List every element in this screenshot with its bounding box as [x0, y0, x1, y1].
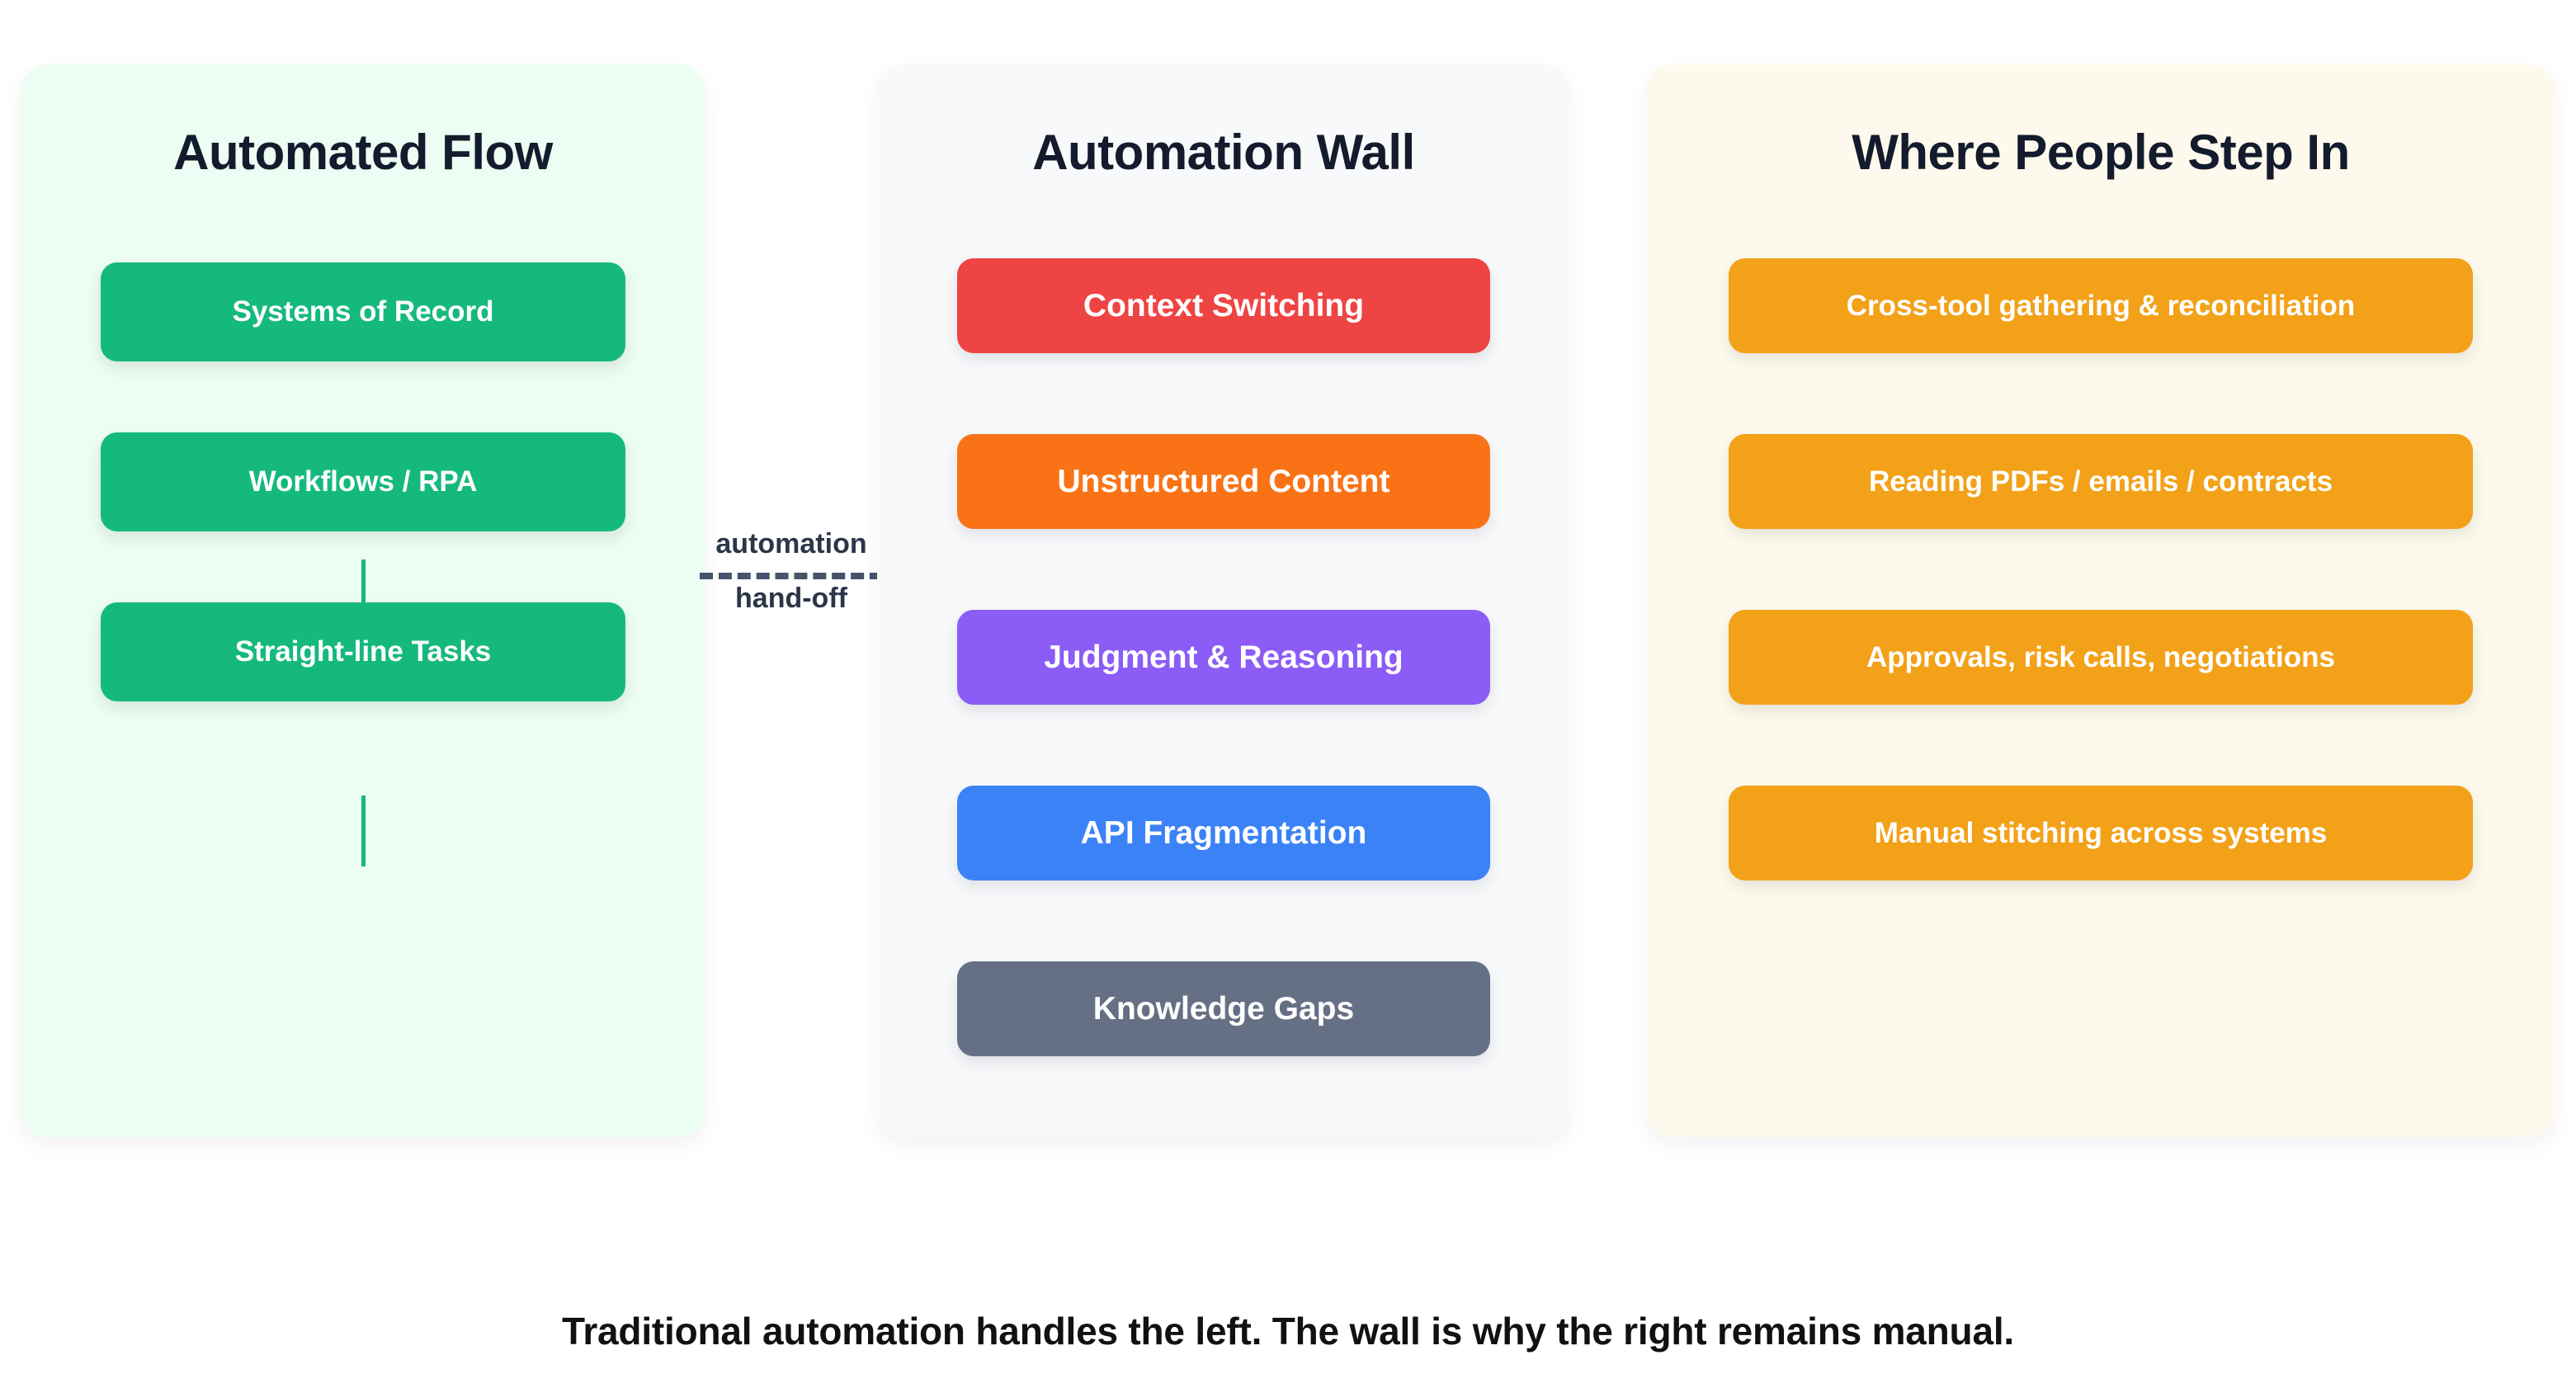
diagram-caption: Traditional automation handles the left.…: [561, 1310, 2014, 1353]
node-judgment-reasoning[interactable]: Judgment & Reasoning: [957, 610, 1490, 705]
node-label: Manual stitching across systems: [1874, 816, 2328, 849]
node-manual-stitching[interactable]: Manual stitching across systems: [1729, 786, 2473, 880]
node-cross-tool-gathering[interactable]: Cross-tool gathering & reconciliation: [1729, 258, 2473, 353]
node-label: Reading PDFs / emails / contracts: [1868, 465, 2333, 498]
node-label: Cross-tool gathering & reconciliation: [1846, 289, 2356, 322]
node-unstructured-content[interactable]: Unstructured Content: [957, 434, 1490, 529]
panel-automation-wall: Automation Wall Context Switching Unstru…: [877, 64, 1570, 1137]
node-label: Workflows / RPA: [248, 465, 478, 498]
node-label: Systems of Record: [232, 295, 494, 328]
panel-title-where-people-step-in: Where People Step In: [1852, 125, 2350, 180]
handoff-text-bottom: hand-off: [735, 583, 847, 614]
node-reading-pdfs-emails-contracts[interactable]: Reading PDFs / emails / contracts: [1729, 434, 2473, 529]
node-label: Unstructured Content: [1057, 463, 1390, 499]
node-workflows-rpa[interactable]: Workflows / RPA: [101, 432, 625, 531]
node-stack-automation-wall: Context Switching Unstructured Content J…: [877, 258, 1570, 1056]
node-stack-where-people-step-in: Cross-tool gathering & reconciliation Re…: [1646, 258, 2555, 880]
node-label: API Fragmentation: [1080, 814, 1367, 851]
automation-handoff-label: automation hand-off: [700, 528, 883, 627]
node-label: Context Switching: [1083, 287, 1365, 323]
node-knowledge-gaps[interactable]: Knowledge Gaps: [957, 961, 1490, 1056]
node-stack-automated-flow: Systems of Record Workflows / RPA Straig…: [21, 262, 705, 866]
connector-line-1: [361, 559, 366, 630]
node-label: Judgment & Reasoning: [1044, 639, 1404, 675]
node-context-switching[interactable]: Context Switching: [957, 258, 1490, 353]
panel-title-automation-wall: Automation Wall: [1032, 125, 1415, 180]
node-label: Knowledge Gaps: [1092, 990, 1355, 1027]
handoff-text-top: automation: [715, 528, 867, 559]
node-approvals-risk-negotiations[interactable]: Approvals, risk calls, negotiations: [1729, 610, 2473, 705]
diagram-board: Automated Flow Systems of Record Workflo…: [21, 64, 2555, 1137]
node-label: Straight-line Tasks: [234, 635, 492, 668]
panel-title-automated-flow: Automated Flow: [173, 125, 553, 180]
handoff-dashed-divider: [700, 573, 883, 579]
node-api-fragmentation[interactable]: API Fragmentation: [957, 786, 1490, 880]
node-label: Approvals, risk calls, negotiations: [1866, 640, 2335, 673]
connector-line-2: [361, 796, 366, 866]
node-systems-of-record[interactable]: Systems of Record: [101, 262, 625, 361]
panel-where-people-step-in: Where People Step In Cross-tool gatherin…: [1646, 64, 2555, 1137]
panel-automated-flow: Automated Flow Systems of Record Workflo…: [21, 64, 705, 1137]
